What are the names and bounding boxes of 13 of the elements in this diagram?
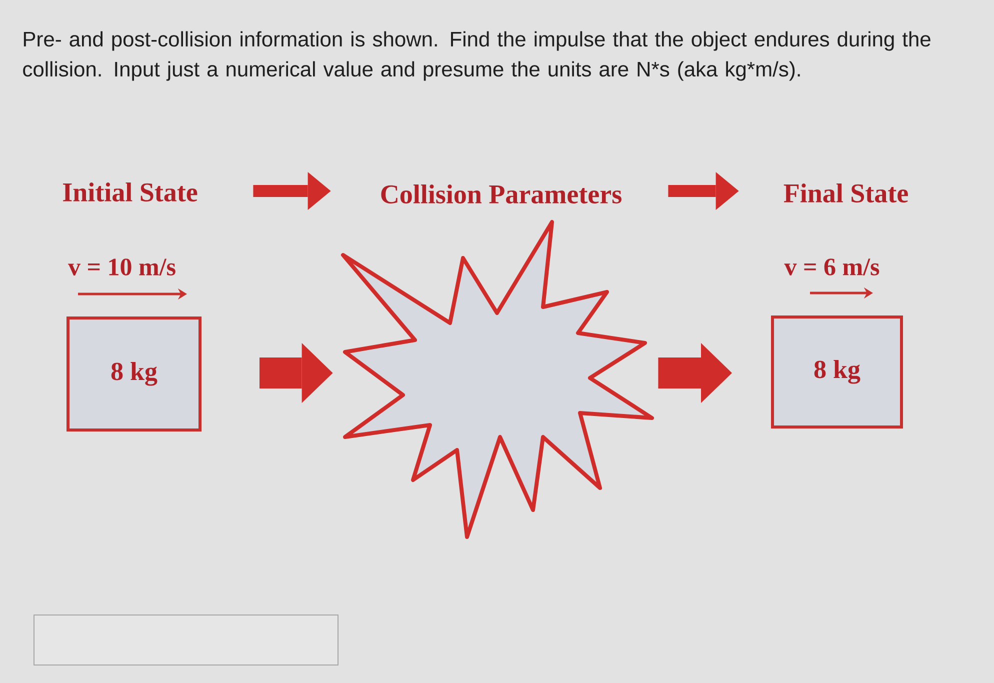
velocity-label: v = 6 m/s (784, 258, 880, 276)
block-arrow (658, 343, 732, 403)
heading: Final State (784, 184, 908, 202)
mass-box: 8 kg (66, 316, 202, 432)
mass-box: 8 kg (771, 316, 903, 428)
question-text: Pre- and post-collision information is shown. Find the impulse that the object endures during the collision. Input just a numerical value and presume the units are N*s (aka kg*m/s). (23, 31, 930, 81)
velocity-label: v = 10 m/s (68, 258, 176, 276)
heading: Initial State (63, 182, 198, 202)
block-arrow (253, 172, 331, 210)
starburst (341, 220, 654, 539)
heading: Collision Parameters (381, 184, 622, 204)
block-arrow (668, 172, 739, 210)
block-arrow (260, 343, 333, 403)
